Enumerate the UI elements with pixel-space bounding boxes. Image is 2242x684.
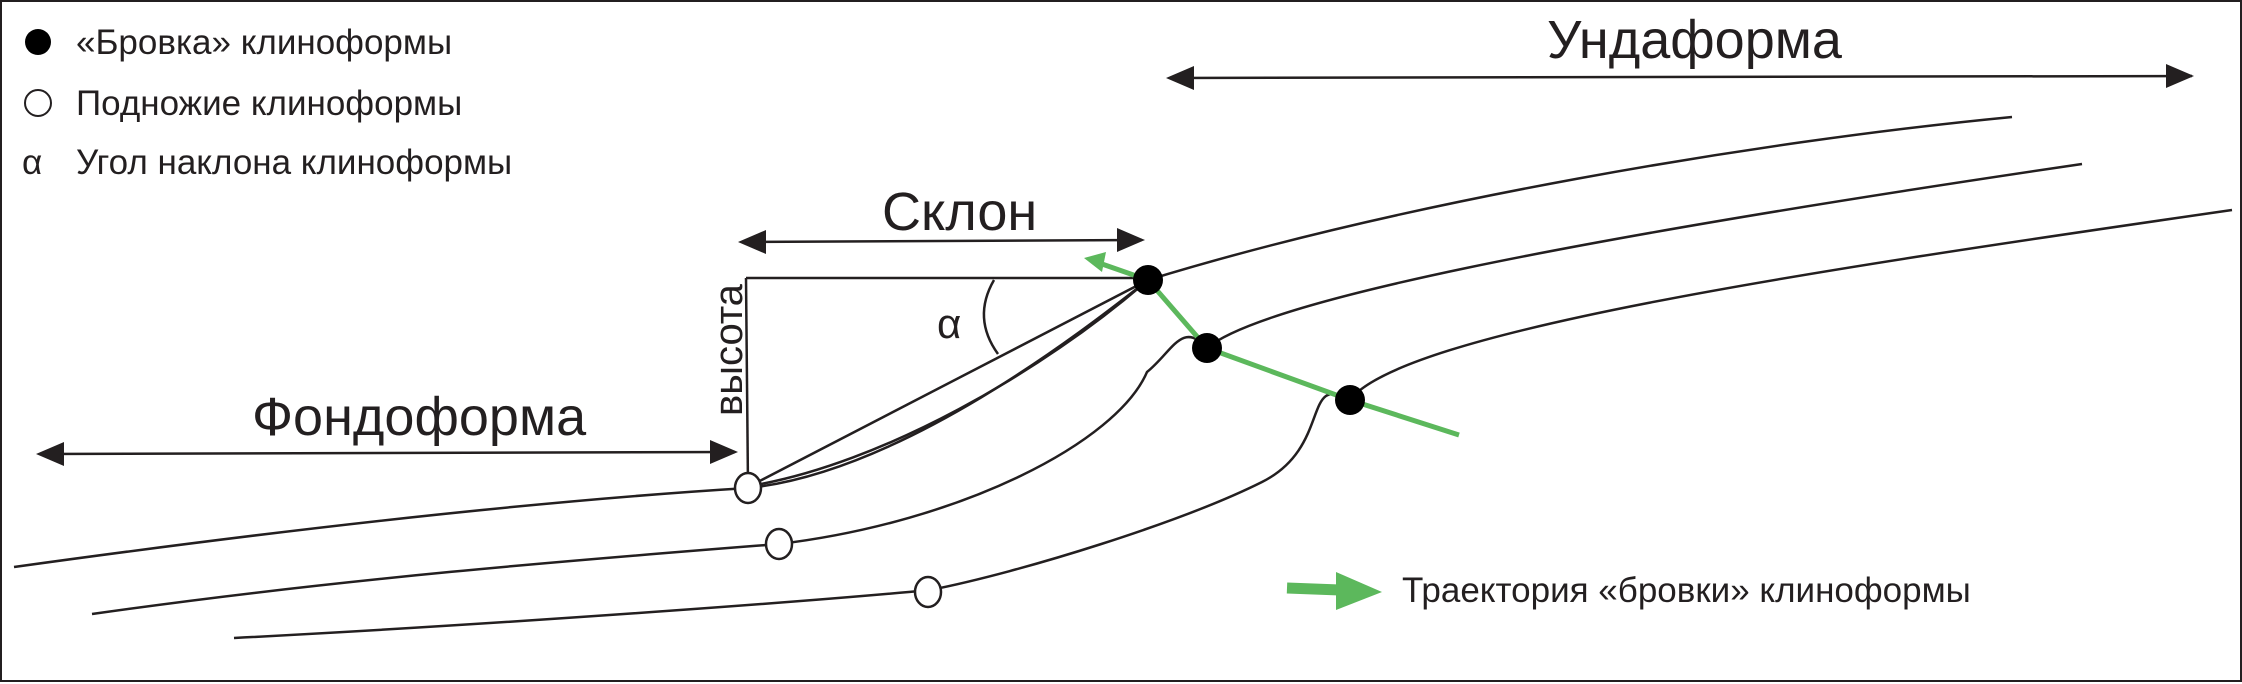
undaform-arrow-left-head [1166,66,1194,90]
legend: «Бровка» клиноформы Подножие клиноформы … [22,23,512,182]
legend-label-angle: Угол наклона клиноформы [76,143,512,182]
fondoform-label: Фондоформа [252,387,587,447]
green-arrow-icon [1286,582,1341,596]
alpha-label: α [937,300,961,347]
undaform-arrow-right-head [2166,64,2194,88]
brow-point [1335,385,1365,415]
slope-curve [749,279,1149,488]
brow-point [1192,333,1222,363]
filled-circle-icon [25,29,51,55]
fondoform-arrow [41,450,736,456]
trajectory-legend: Траектория «бровки» клиноформы [1286,571,1971,610]
slope-arrow [741,238,1143,244]
angle-arc [982,279,1000,355]
legend-label-toe: Подножие клиноформы [76,84,462,123]
toe-point [764,527,794,561]
slope-arrow-right-head [1117,228,1145,252]
clinoform-curve-2 [91,162,2083,616]
height-label: высота [707,283,751,416]
height-vertical-line [744,277,750,488]
clinoform-curve-3 [233,208,2233,640]
brow-trajectory-arrowhead [1084,252,1106,272]
undaform-arrow [1169,74,2193,80]
fondoform-arrow-right-head [710,440,738,464]
undaform-label: Ундаформа [1547,10,1843,70]
alpha-icon: α [22,143,42,182]
toe-point [913,575,943,609]
slope-straight-line [749,278,1149,488]
green-arrow-icon-head [1336,572,1382,610]
slope-label: Склон [882,182,1037,242]
brow-point [1133,265,1163,295]
toe-point [733,471,763,505]
legend-label-brow: «Бровка» клиноформы [76,23,452,62]
slope-arrow-left-head [738,230,766,254]
hollow-circle-icon [24,89,52,117]
trajectory-legend-label: Траектория «бровки» клиноформы [1402,571,1971,610]
fondoform-arrow-left-head [36,442,64,466]
